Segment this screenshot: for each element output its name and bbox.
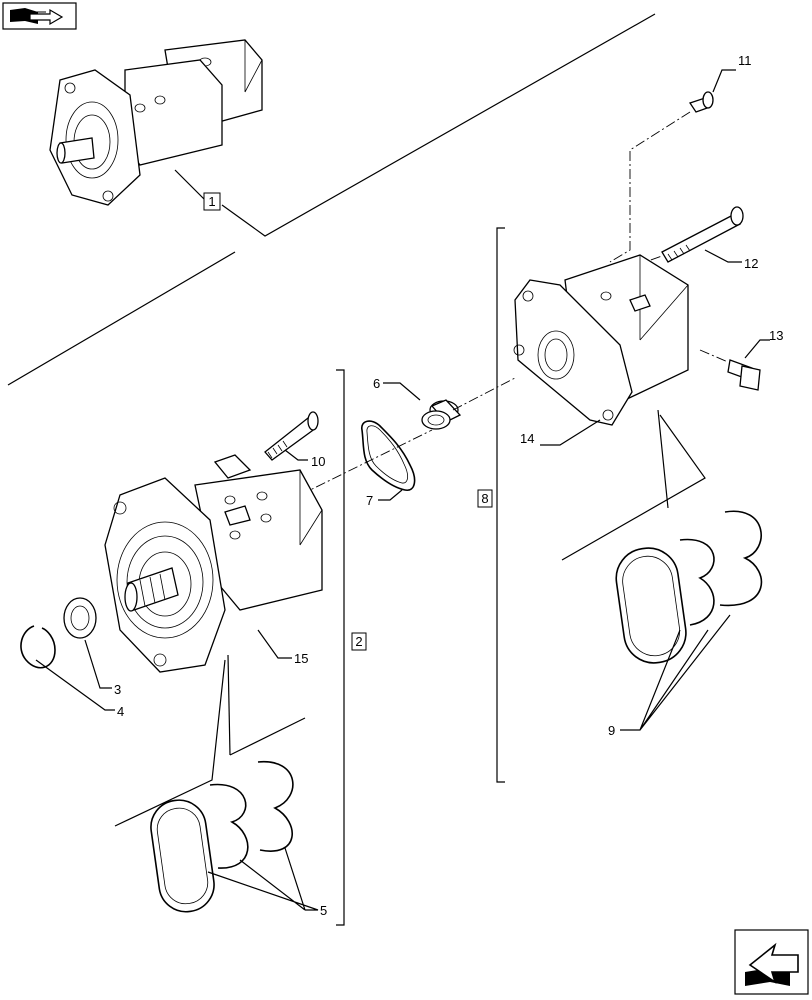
screw-11: 11	[688, 53, 752, 113]
axis-line	[609, 111, 691, 263]
plug-13: 13	[699, 328, 783, 391]
svg-text:15: 15	[294, 651, 308, 666]
svg-text:7: 7	[366, 493, 373, 508]
section-line	[221, 13, 656, 237]
pump-body-15: 15	[104, 454, 323, 673]
svg-text:6: 6	[373, 376, 380, 391]
callout-2: 2	[351, 632, 367, 651]
callout-8: 8	[477, 489, 493, 508]
pump-assembly-1	[49, 39, 263, 206]
snap-ring-4: 4	[20, 625, 124, 719]
svg-text:4: 4	[117, 704, 124, 719]
book-arrow-icon[interactable]	[2, 2, 77, 30]
svg-text:3: 3	[114, 682, 121, 697]
washer-3: 3	[63, 597, 121, 697]
axis-line	[452, 377, 516, 411]
svg-text:2: 2	[355, 634, 362, 649]
svg-text:10: 10	[311, 454, 325, 469]
bolt-10: 10	[264, 411, 325, 469]
seal-kit-5: 5	[114, 654, 327, 918]
next-page-arrow-icon[interactable]	[734, 929, 809, 995]
bracket-8	[496, 227, 505, 783]
axis-line	[299, 429, 433, 496]
svg-text:13: 13	[769, 328, 783, 343]
bracket-2	[336, 369, 345, 926]
svg-text:9: 9	[608, 723, 615, 738]
svg-text:8: 8	[481, 491, 488, 506]
section-line	[7, 251, 236, 386]
svg-text:14: 14	[520, 431, 534, 446]
seal-ring-7: 7	[361, 420, 416, 508]
pump-body-14: 14	[513, 254, 689, 446]
bushing-6: 6	[373, 376, 462, 430]
callout-1: 1	[203, 192, 221, 211]
svg-text:12: 12	[744, 256, 758, 271]
svg-text:5: 5	[320, 903, 327, 918]
svg-text:1: 1	[208, 194, 215, 209]
seal-kit-9: 9	[561, 409, 763, 738]
svg-text:11: 11	[738, 53, 752, 68]
bolt-12: 12	[661, 206, 758, 271]
